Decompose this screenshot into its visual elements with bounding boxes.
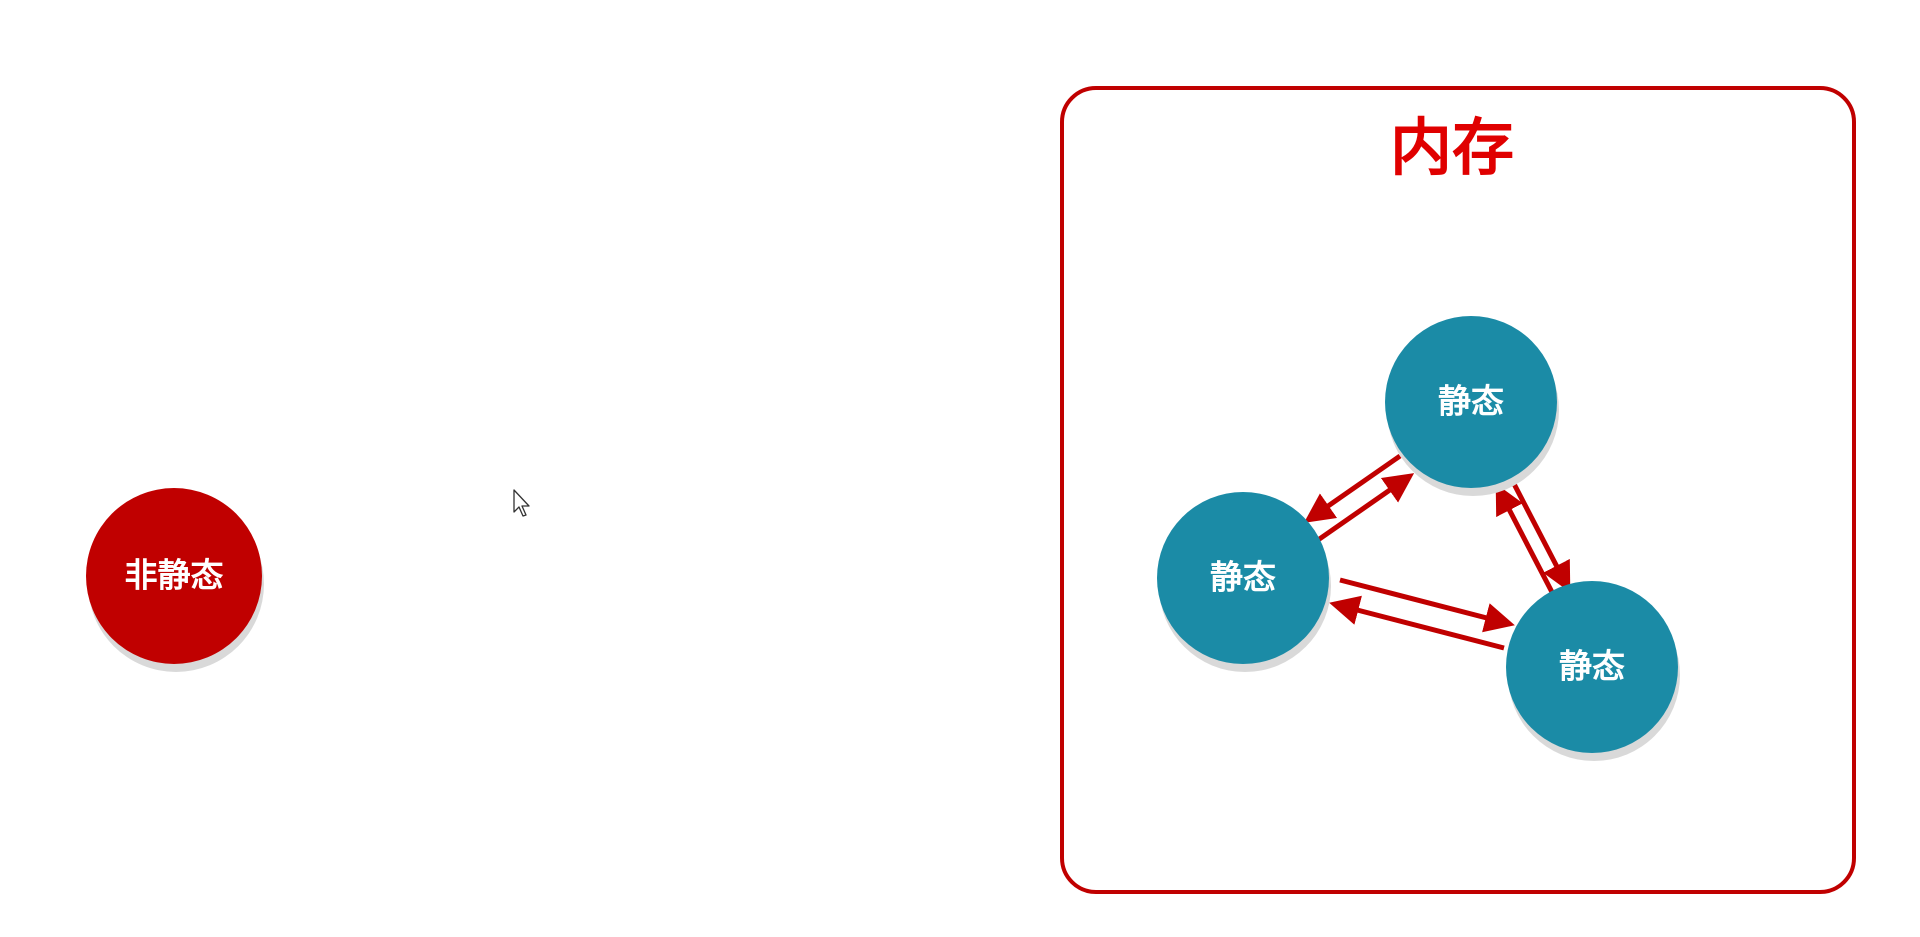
static-node-left: 静态 bbox=[1157, 492, 1331, 672]
static-node-circle bbox=[1506, 581, 1678, 753]
memory-box: 内存 静态 静态 静态 bbox=[1060, 86, 1856, 894]
static-node-label: 静态 bbox=[1210, 558, 1276, 597]
arrow-left-to-right bbox=[1339, 577, 1515, 633]
arrow-right-to-left bbox=[1329, 595, 1505, 651]
non-static-node: 非静态 bbox=[86, 488, 264, 672]
static-node-label: 静态 bbox=[1438, 382, 1504, 421]
arrow-left-to-top bbox=[1316, 473, 1415, 543]
static-node-top: 静态 bbox=[1385, 316, 1559, 496]
static-node-right: 静态 bbox=[1506, 581, 1680, 761]
non-static-node-circle bbox=[86, 488, 262, 664]
mouse-pointer-icon bbox=[513, 489, 530, 517]
arrow-right-to-top bbox=[1495, 483, 1557, 598]
connection-arrows bbox=[1303, 453, 1571, 651]
memory-box-title: 内存 bbox=[1390, 111, 1514, 184]
non-static-node-label: 非静态 bbox=[125, 556, 224, 595]
static-node-label: 静态 bbox=[1559, 647, 1625, 686]
memory-box-border bbox=[1060, 86, 1856, 894]
static-node-circle bbox=[1157, 492, 1329, 664]
arrow-top-to-left bbox=[1303, 453, 1402, 523]
static-node-circle bbox=[1385, 316, 1557, 488]
